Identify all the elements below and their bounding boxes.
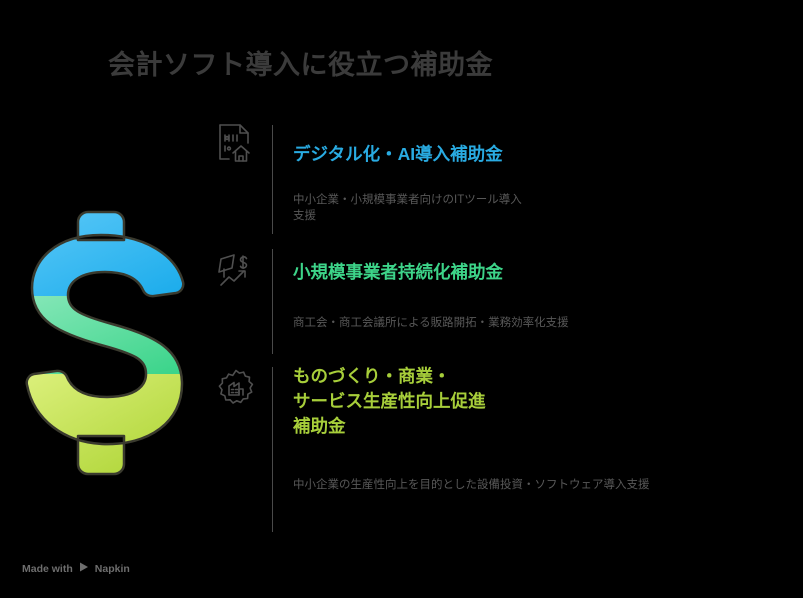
item-description: 中小企業・小規模事業者向けのITツール導入 支援 [293,193,522,223]
list-item[interactable]: 小規模事業者持続化補助金 商工会・商工会議所による販路開拓・業務効率化支援 [214,246,794,364]
item-divider [272,125,273,234]
document-binary-house-icon [214,118,272,166]
item-heading: デジタル化・AI導入補助金 [293,144,503,164]
benefits-list: デジタル化・AI導入補助金 中小企業・小規模事業者向けのITツール導入 支援 小… [214,118,794,544]
watermark-prefix-label: Made with [22,562,73,575]
gear-factory-icon [214,364,272,412]
list-item[interactable]: ものづくり・商業・ サービス生産性向上促進 補助金 中小企業の生産性向上を目的と… [214,364,794,544]
flag-dollar-growth-arrow-icon [214,246,272,294]
item-description: 商工会・商工会議所による販路開拓・業務効率化支援 [293,316,569,329]
item-divider [272,249,273,354]
item-divider [272,367,273,532]
item-description: 中小企業の生産性向上を目的とした設備投資・ソフトウェア導入支援 [293,478,650,491]
page-title: 会計ソフト導入に役立つ補助金 [108,50,493,80]
item-heading: 小規模事業者持続化補助金 [293,262,503,282]
item-heading: ものづくり・商業・ サービス生産性向上促進 補助金 [293,366,486,436]
napkin-play-logo-icon [78,561,90,576]
watermark-brand-label: Napkin [94,562,130,575]
list-item[interactable]: デジタル化・AI導入補助金 中小企業・小規模事業者向けのITツール導入 支援 [214,118,794,246]
dollar-sign-graphic [22,208,212,480]
dollar-segment-middle [26,296,184,374]
napkin-watermark[interactable]: Made with Napkin [22,561,130,576]
dollar-segment-bottom [26,374,184,474]
